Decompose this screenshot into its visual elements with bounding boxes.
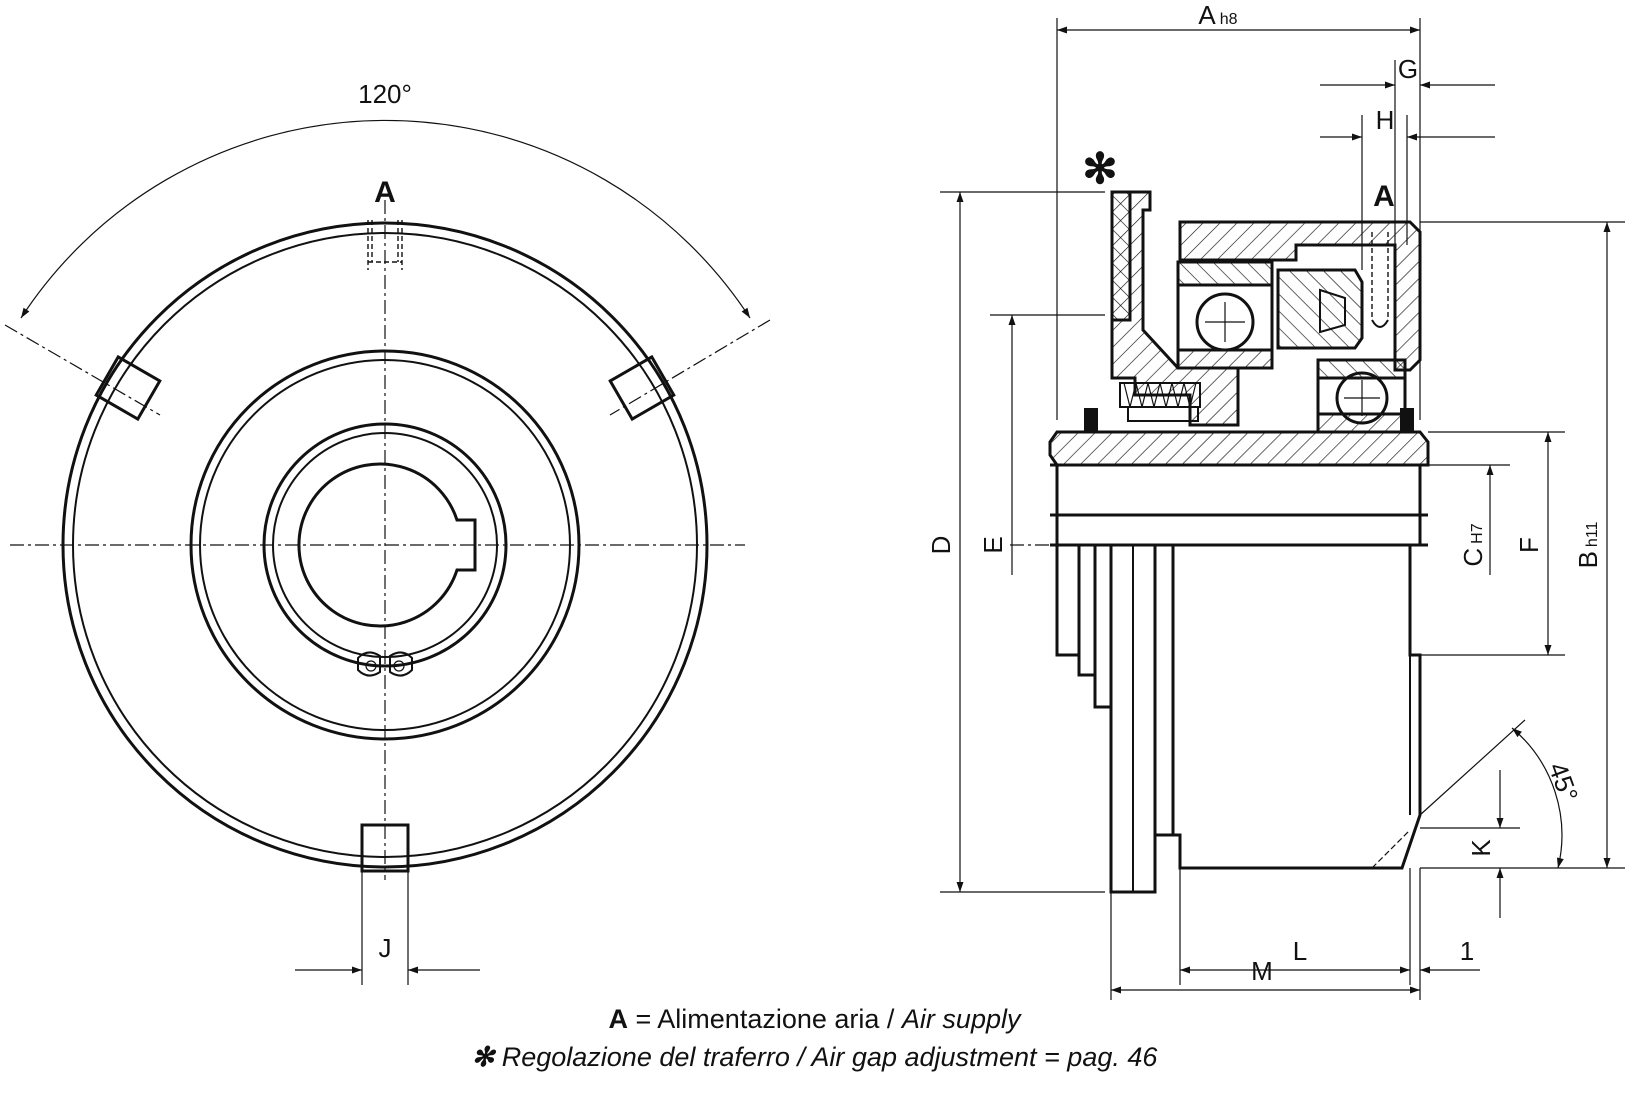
legend-air-key: A	[608, 1004, 629, 1034]
upper-bearing	[1176, 260, 1274, 370]
angle-120-arc	[20, 119, 751, 319]
technical-drawing: A 120° J	[4, 0, 1625, 1000]
legend-air-italian: = Alimentazione aria /	[628, 1004, 902, 1034]
angle-45-label: 45°	[1543, 758, 1585, 805]
outer-ring	[61, 221, 709, 869]
seal-left	[1084, 408, 1098, 432]
legend-gap-symbol: ✻	[471, 1042, 495, 1072]
front-air-supply-label: A	[374, 176, 396, 209]
angle-45-arc	[1511, 727, 1564, 869]
legend-gap-text: Regolazione del traferro / Air gap adjus…	[494, 1042, 1158, 1072]
outer-ring-inner-edge	[72, 232, 698, 858]
return-spring	[1119, 382, 1201, 422]
radial-centerline-left	[4, 324, 161, 416]
f-dimension-label: F	[1514, 537, 1544, 553]
piston-groove	[1319, 288, 1346, 334]
adjuster-nut-section	[1110, 190, 1132, 322]
m-dimension-label: M	[1251, 956, 1273, 986]
spacer-ring	[1153, 543, 1175, 837]
legend: A = Alimentazione aria / Air supply ✻ Re…	[0, 1000, 1629, 1076]
chamfer-45-line	[1419, 719, 1526, 816]
one-dimension-label: 1	[1460, 936, 1474, 966]
section-air-supply-label: A	[1373, 180, 1395, 213]
hub-body	[1050, 463, 1428, 545]
g-dimension-label: G	[1398, 54, 1418, 84]
bore-with-keyway	[297, 462, 477, 628]
h-dimension-label: H	[1376, 105, 1395, 135]
hub-outer-chamfer	[199, 359, 571, 731]
legend-air-gap: ✻ Regolazione del traferro / Air gap adj…	[0, 1038, 1629, 1076]
legend-air-supply: A = Alimentazione aria / Air supply	[0, 1000, 1629, 1038]
drive-lug-bottom	[360, 823, 410, 873]
j-dimension-label: J	[379, 933, 392, 963]
c-dimension-label: CH7	[1458, 523, 1488, 566]
front-view: A 120° J	[4, 79, 771, 985]
disc-1	[1055, 543, 1081, 657]
air-passage-end	[1371, 319, 1389, 328]
lower-bearing	[1316, 358, 1407, 434]
e-dimension-label: E	[978, 536, 1008, 553]
radial-centerline-right	[609, 319, 771, 416]
drive-lug-left	[94, 354, 162, 422]
angle-120-label: 120°	[358, 79, 412, 109]
adjuster-disc-section	[1110, 190, 1240, 427]
l-dimension-label: L	[1293, 936, 1307, 966]
d-dimension-label: D	[926, 536, 956, 555]
disc-2	[1077, 543, 1097, 677]
air-supply-port-hidden	[367, 220, 403, 270]
k-dimension-label: K	[1466, 839, 1496, 857]
gap-adjustment-marker: ✻	[1082, 145, 1117, 192]
hub-outer	[189, 349, 581, 741]
hub-sleeve-section	[1048, 430, 1430, 467]
rotor-body	[1171, 543, 1422, 870]
legend-air-english: Air supply	[901, 1004, 1021, 1034]
disc-3	[1093, 543, 1113, 709]
hub-inner-chamfer	[272, 432, 498, 658]
b-dimension-label: Bh11	[1573, 521, 1603, 568]
hub-inner	[262, 422, 508, 668]
circlip	[357, 651, 413, 677]
drive-lug-right	[608, 354, 676, 422]
seal-right	[1400, 408, 1414, 432]
